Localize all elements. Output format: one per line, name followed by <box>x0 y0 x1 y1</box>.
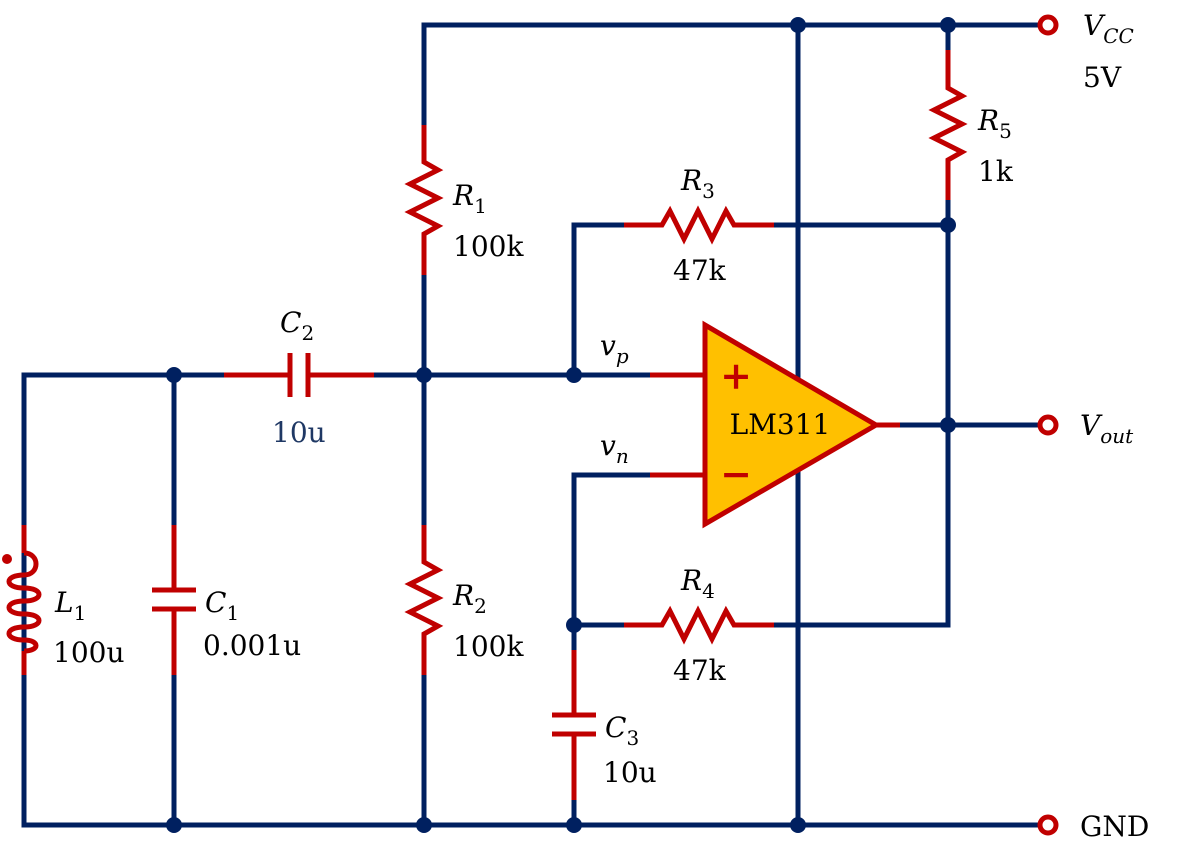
inductor-polarity-dot <box>2 554 12 564</box>
junction-dot <box>566 367 582 383</box>
comparator-part-label: LM311 <box>730 408 831 441</box>
comparator-plus-sign: + <box>720 353 752 398</box>
inductor-l1 <box>2 525 42 675</box>
vout-terminal <box>1037 414 1059 436</box>
c1-designator: C1 <box>205 586 239 625</box>
l1-value: 100u <box>53 636 124 669</box>
vn-wire <box>571 472 653 653</box>
comparator-lm311: + − LM311 <box>650 320 900 529</box>
r3-left-wire <box>571 222 627 378</box>
comparator-minus-sign: − <box>720 451 752 496</box>
junction-dot <box>416 367 432 383</box>
c3-value: 10u <box>603 756 657 789</box>
vn-node-label: vn <box>600 429 629 468</box>
vcc-label: VCC <box>1083 9 1134 48</box>
comparator-triangle <box>702 320 881 529</box>
r1-designator: R1 <box>452 179 487 218</box>
r3-value: 47k <box>673 254 727 287</box>
r4-designator: R4 <box>680 564 715 603</box>
r2-designator: R2 <box>452 579 487 618</box>
resistor-r5 <box>928 50 968 200</box>
c1-value: 0.001u <box>203 629 301 662</box>
junction-dot <box>790 17 806 33</box>
gnd-rail <box>21 522 1051 828</box>
r4-value: 47k <box>673 654 727 687</box>
resistor-r1 <box>404 125 444 275</box>
r5-value: 1k <box>978 155 1014 188</box>
junction-dot <box>940 17 956 33</box>
r1-value: 100k <box>453 230 524 263</box>
junction-dot <box>166 367 182 383</box>
vout-label: Vout <box>1080 409 1134 448</box>
resistor-r3 <box>624 205 774 245</box>
c2-designator: C2 <box>280 306 314 345</box>
capacitor-c2 <box>224 353 374 397</box>
junction-dot <box>940 217 956 233</box>
junction-dot <box>940 417 956 433</box>
junction-dot <box>566 817 582 833</box>
capacitor-c3 <box>552 650 596 800</box>
resistor-r2 <box>404 525 444 675</box>
gnd-label: GND <box>1080 810 1149 843</box>
tank-top-wire <box>21 372 227 528</box>
vcc-rail <box>421 22 1051 128</box>
junction-dot <box>566 617 582 633</box>
gnd-terminal <box>1037 814 1059 836</box>
c2-value: 10u <box>272 416 326 449</box>
r2-value: 100k <box>453 630 524 663</box>
vp-node-label: vp <box>600 329 629 368</box>
junction-dot <box>166 817 182 833</box>
junction-dot <box>790 817 806 833</box>
vcc-terminal <box>1037 14 1059 36</box>
c3-designator: C3 <box>605 711 639 750</box>
junction-dot <box>416 817 432 833</box>
r3-designator: R3 <box>680 164 715 203</box>
junctions <box>166 17 956 833</box>
capacitor-c1 <box>152 525 196 675</box>
r5-designator: R5 <box>977 104 1012 143</box>
resistor-r4 <box>624 605 774 645</box>
vcc-voltage: 5V <box>1083 61 1122 94</box>
l1-designator: L1 <box>54 586 86 625</box>
